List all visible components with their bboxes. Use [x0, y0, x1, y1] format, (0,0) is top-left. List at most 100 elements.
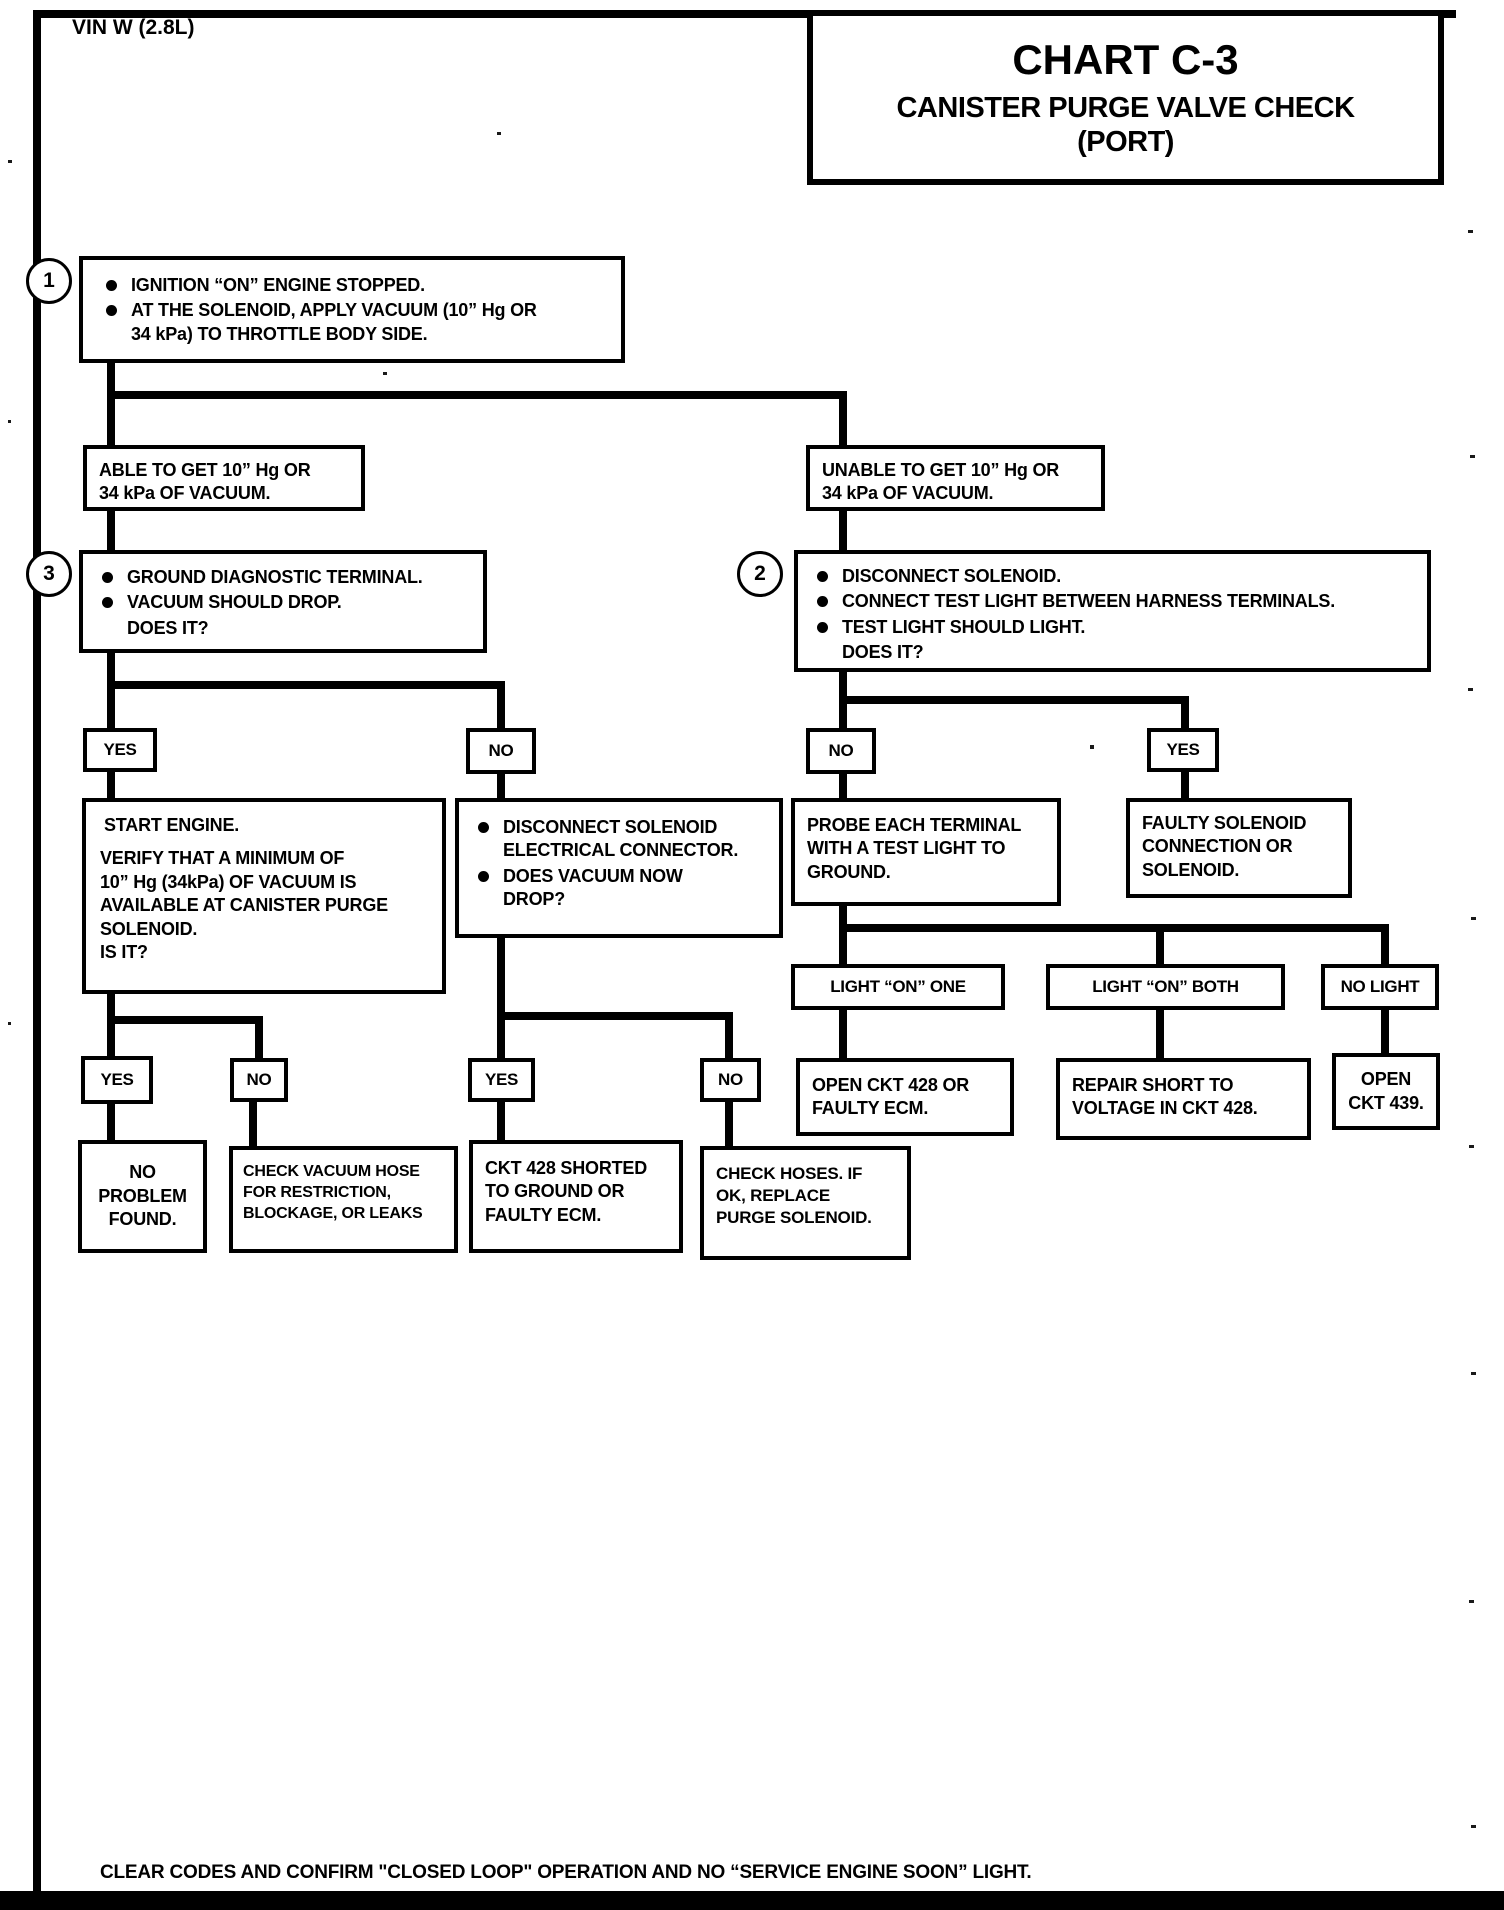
label-no-step3: NO — [466, 728, 536, 774]
node-ckt428-shorted: CKT 428 SHORTED TO GROUND OR FAULTY ECM. — [469, 1140, 683, 1253]
chart-subtitle-port: (PORT) — [1077, 125, 1174, 158]
text-line: CONNECTION OR — [1142, 836, 1293, 857]
connector-yes-faulty — [1181, 770, 1189, 802]
bullet-icon — [810, 565, 842, 582]
start-engine-question: IS IT? — [100, 941, 148, 962]
text-line: FAULTY ECM. — [812, 1098, 929, 1119]
text-line: 34 kPa OF VACUUM. — [822, 483, 994, 504]
label-yes-step3: YES — [83, 728, 157, 772]
text-line: SOLENOID. — [1142, 859, 1240, 880]
label-no-startengine: NO — [230, 1058, 288, 1102]
connector-disconnect-split — [497, 1012, 733, 1020]
step2-question: DOES IT? — [842, 642, 924, 663]
node-open-ckt428: OPEN CKT 428 OR FAULTY ECM. — [796, 1058, 1014, 1136]
text-line: OPEN — [1360, 1069, 1412, 1090]
scan-artifact — [497, 132, 501, 135]
connector-startengine-yes — [107, 990, 115, 1060]
connector-lightone-result — [839, 1008, 847, 1062]
connector-light-both-drop — [1156, 924, 1164, 968]
connector-split-1 — [107, 391, 847, 399]
text-line: FAULTY ECM. — [485, 1204, 602, 1225]
connector-nolight-result — [1381, 1008, 1389, 1057]
text-line: CHECK VACUUM HOSE — [243, 1163, 420, 1180]
bullet-icon — [471, 816, 503, 833]
text-line: SOLENOID. — [100, 918, 198, 939]
connector-step3-yes — [107, 651, 115, 732]
connector-no-checkhose — [249, 1100, 257, 1150]
label-no-step2: NO — [806, 728, 876, 774]
step3-question: DOES IT? — [127, 617, 209, 638]
vin-label: VIN W (2.8L) — [72, 16, 195, 39]
node-check-hoses: CHECK HOSES. IF OK, REPLACE PURGE SOLENO… — [700, 1146, 911, 1260]
bullet-icon — [99, 299, 131, 316]
text-line: OPEN CKT 428 OR — [812, 1075, 970, 1095]
node-able: ABLE TO GET 10” Hg OR 34 kPa OF VACUUM. — [83, 445, 365, 511]
bullet-row: GROUND DIAGNOSTIC TERMINAL. — [95, 566, 471, 589]
text-line: CHECK HOSES. IF — [716, 1164, 863, 1183]
text-line: 34 kPa OF VACUUM. — [99, 483, 271, 504]
footer-note: CLEAR CODES AND CONFIRM "CLOSED LOOP" OP… — [100, 1862, 1032, 1883]
bullet-icon — [95, 591, 127, 608]
text-line: UNABLE TO GET 10” Hg OR — [822, 460, 1060, 480]
bullet-row: AT THE SOLENOID, APPLY VACUUM (10” Hg OR… — [99, 299, 605, 346]
text-line: DROP? — [503, 889, 566, 910]
connector-disconnect-no — [725, 1012, 733, 1062]
scan-artifact — [1469, 1145, 1474, 1148]
label-light-on-one: LIGHT “ON” ONE — [791, 964, 1005, 1010]
text-line: ABLE TO GET 10” Hg OR — [99, 460, 311, 480]
disconnect-bullet2: DOES VACUUM NOW DROP? — [503, 865, 767, 912]
text-line: 34 kPa) TO THROTTLE BODY SIDE. — [131, 323, 428, 344]
node-disconnect-connector: DISCONNECT SOLENOID ELECTRICAL CONNECTOR… — [455, 798, 783, 938]
scan-artifact — [383, 372, 387, 375]
bullet-row: DISCONNECT SOLENOID. — [810, 565, 1415, 588]
connector-unable-step2 — [839, 509, 847, 554]
node-unable: UNABLE TO GET 10” Hg OR 34 kPa OF VACUUM… — [806, 445, 1105, 511]
label-light-on-both: LIGHT “ON” BOTH — [1046, 964, 1285, 1010]
step3-bullet2: VACUUM SHOULD DROP. — [127, 592, 342, 613]
connector-probe-down — [839, 902, 847, 968]
connector-no-light-drop — [1381, 924, 1389, 968]
text-line: TO GROUND OR — [485, 1181, 625, 1202]
connector-yes-noproblem — [107, 1100, 115, 1144]
text-line: FOR RESTRICTION, — [243, 1183, 391, 1201]
bullet-row: TEST LIGHT SHOULD LIGHT. — [810, 616, 1415, 639]
scan-artifact — [1471, 917, 1476, 920]
bullet-row: DOES VACUUM NOW DROP? — [471, 865, 767, 912]
step1-bullet2: AT THE SOLENOID, APPLY VACUUM (10” Hg OR… — [131, 299, 605, 346]
text-line: DISCONNECT SOLENOID — [503, 817, 718, 837]
connector-no-checkhoses — [725, 1100, 733, 1150]
connector-step3-split — [107, 681, 505, 689]
bullet-icon — [99, 274, 131, 291]
bullet-icon — [810, 590, 842, 607]
node-probe-terminals: PROBE EACH TERMINAL WITH A TEST LIGHT TO… — [791, 798, 1061, 906]
step-badge-3: 3 — [26, 551, 72, 597]
chart-subtitle: CANISTER PURGE VALVE CHECK — [896, 92, 1355, 125]
label-yes-disconnect: YES — [468, 1058, 535, 1102]
text-line: CKT 439. — [1348, 1092, 1424, 1113]
connector-no-probe — [839, 772, 847, 802]
connector-disconnect-yes — [497, 936, 505, 1062]
disconnect-bullet1: DISCONNECT SOLENOID ELECTRICAL CONNECTOR… — [503, 816, 767, 863]
connector-lightboth-result — [1156, 1008, 1164, 1062]
step2-bullet2: CONNECT TEST LIGHT BETWEEN HARNESS TERMI… — [842, 591, 1336, 612]
connector-startengine-no — [255, 1016, 263, 1062]
step2-bullet1: DISCONNECT SOLENOID. — [842, 566, 1062, 586]
connector-probe-split — [839, 924, 1389, 932]
scan-artifact — [8, 420, 11, 423]
text-line: PROBLEM — [98, 1185, 187, 1206]
connector-no-disconnect — [497, 772, 505, 802]
scan-artifact — [1468, 230, 1473, 233]
node-step3: GROUND DIAGNOSTIC TERMINAL. VACUUM SHOUL… — [79, 550, 487, 653]
text-line: VOLTAGE IN CKT 428. — [1072, 1098, 1258, 1119]
node-step2: DISCONNECT SOLENOID. CONNECT TEST LIGHT … — [794, 550, 1431, 672]
node-step1: IGNITION “ON” ENGINE STOPPED. AT THE SOL… — [79, 256, 625, 363]
scan-artifact — [8, 1022, 11, 1025]
connector-yes-ckt428 — [497, 1100, 505, 1144]
scan-artifact — [1471, 1372, 1476, 1375]
step1-bullet1: IGNITION “ON” ENGINE STOPPED. — [131, 275, 425, 295]
scan-artifact — [1469, 1600, 1474, 1603]
text-line: VERIFY THAT A MINIMUM OF — [100, 848, 345, 869]
connector-startengine-split — [107, 1016, 263, 1024]
start-engine-title: START ENGINE. — [104, 815, 240, 835]
